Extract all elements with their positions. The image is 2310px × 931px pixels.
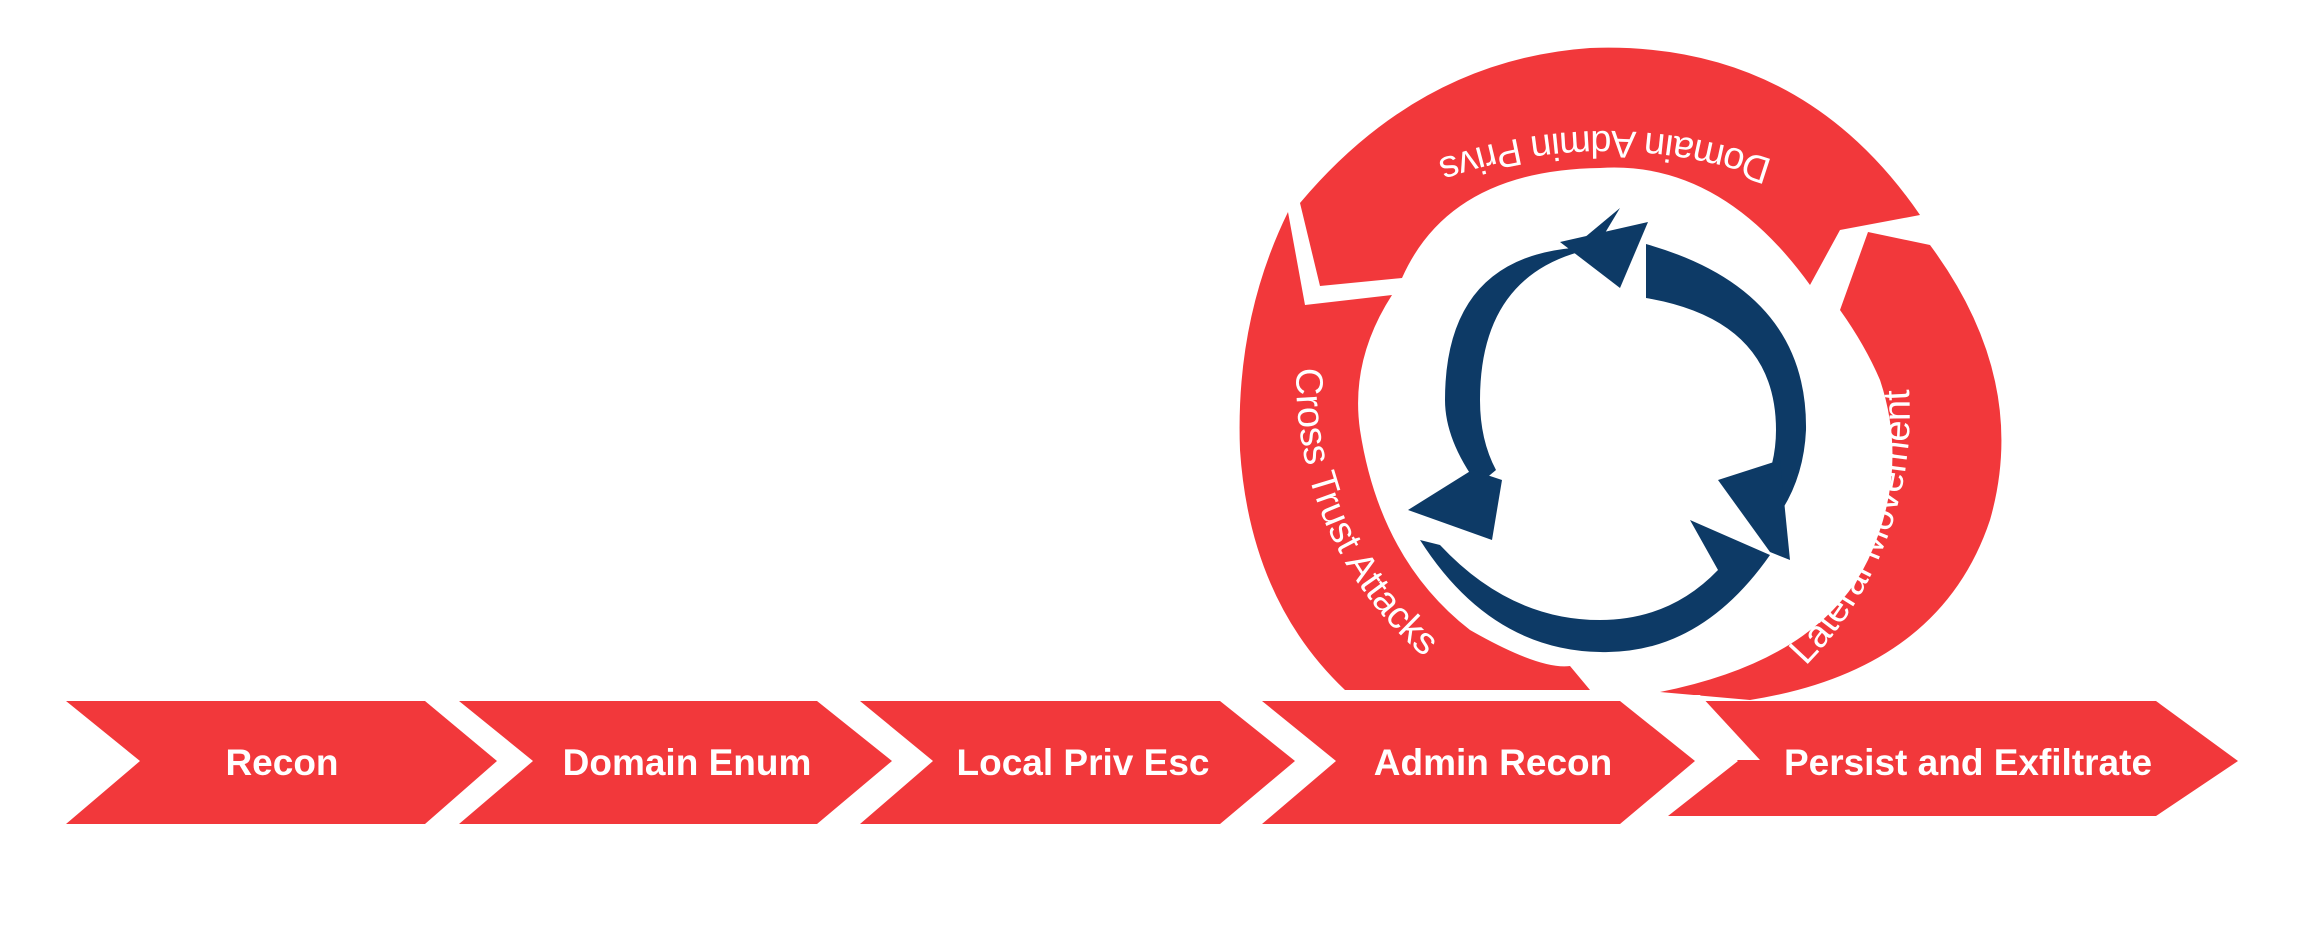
stage-chevron-domain-enum: Domain Enum [459, 701, 892, 824]
ring-segment-lateral-movement [1660, 232, 2002, 700]
ring-segment-cross-trust-attacks [1239, 212, 1590, 690]
ring-segment-domain-admin-privs [1300, 47, 1920, 287]
ring-chevron-joint [1655, 695, 1760, 760]
stage-chevron-local-priv-esc: Local Priv Esc [860, 701, 1295, 824]
stage-chevron-admin-recon: Admin Recon [1262, 701, 1695, 824]
recycle-arrows-icon [1408, 208, 1807, 653]
cycle-ring [1239, 47, 2002, 700]
stage-label: Local Priv Esc [957, 742, 1210, 783]
stage-label: Recon [225, 742, 338, 783]
stage-pipeline: Recon Domain Enum Local Priv Esc Admin R… [66, 701, 2238, 824]
stage-chevron-recon: Recon [66, 701, 497, 824]
stage-chevron-persist-and-exfiltrate: Persist and Exfiltrate [1668, 701, 2238, 816]
stage-label: Admin Recon [1374, 742, 1612, 783]
stage-label: Domain Enum [563, 742, 812, 783]
stage-label: Persist and Exfiltrate [1784, 742, 2152, 783]
